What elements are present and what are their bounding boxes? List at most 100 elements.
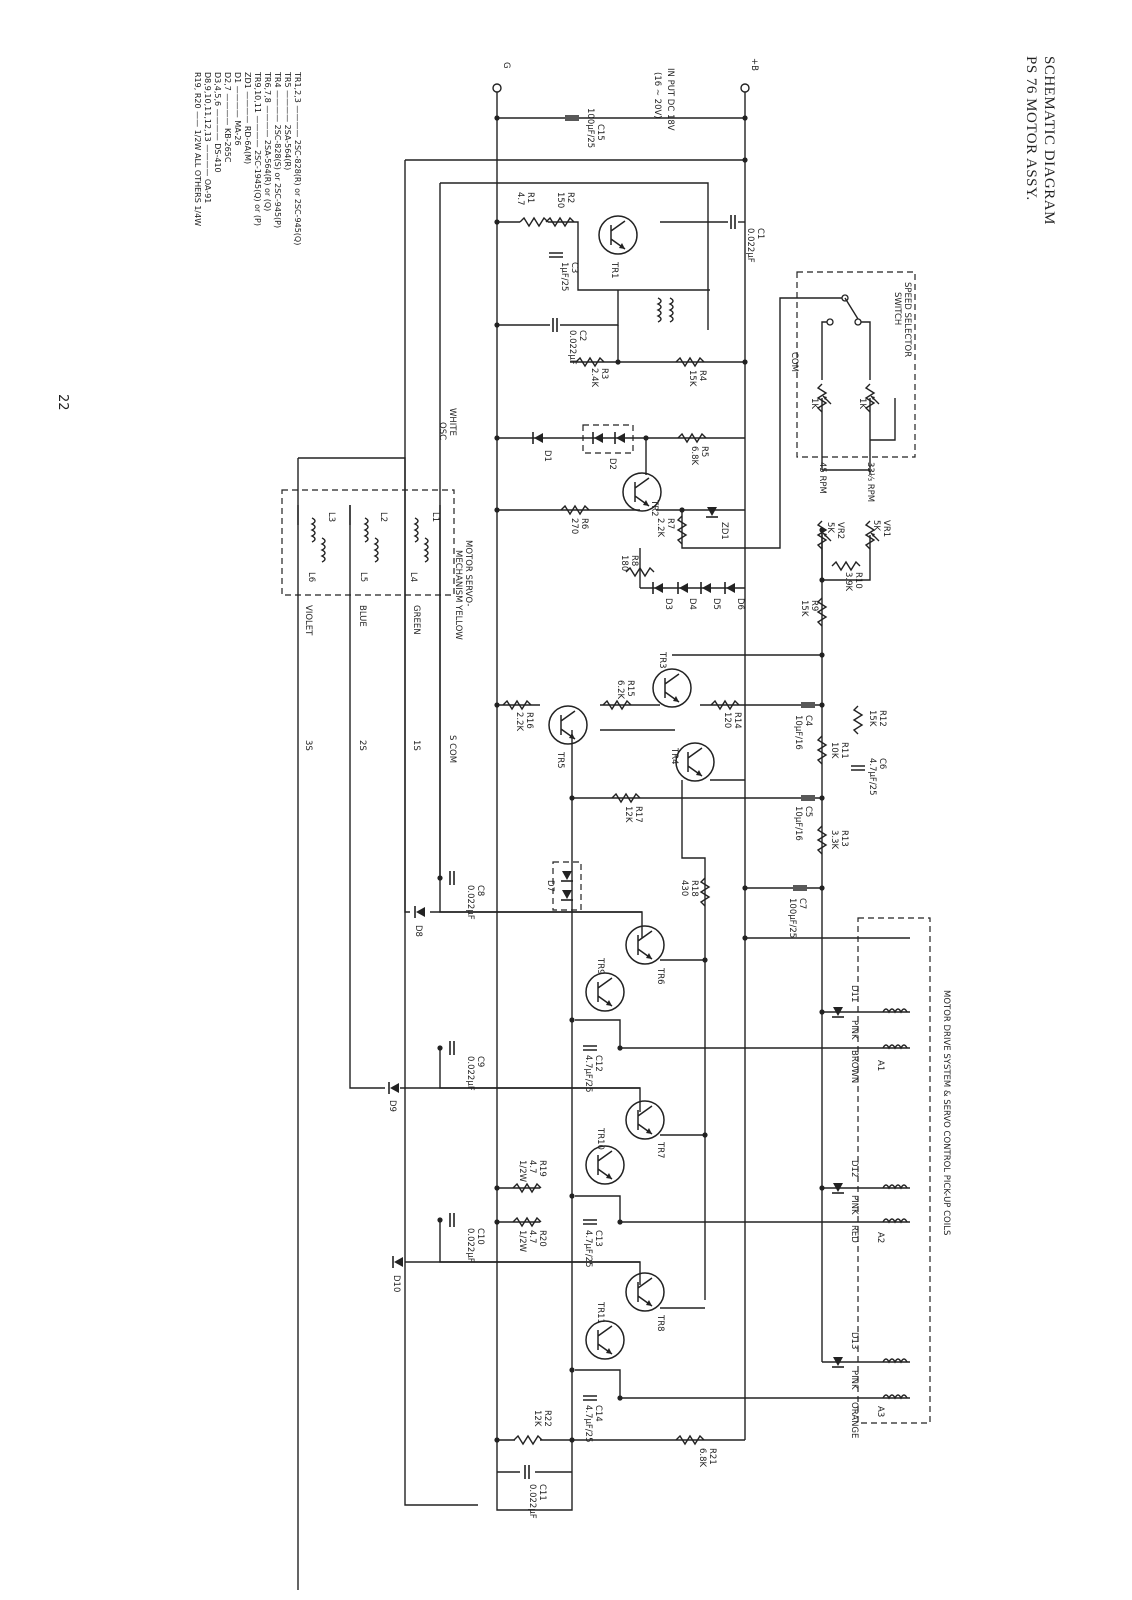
label-r19: R19 [537,1160,547,1177]
label-rpm33: 33⅓ RPM [865,462,875,502]
label-r3: R3 [599,368,609,379]
label-r4: R4 [697,370,707,381]
label-c1: C1 [755,228,765,239]
label-c2v: 0.022μF [567,330,577,365]
label-vr2: VR2 [835,522,845,539]
label-c4v: 10μF/16 [793,715,803,750]
label-r20v: 4.7 [527,1230,537,1244]
transistor-tr4-icon [675,742,715,782]
speed-selector-box [796,271,916,458]
label-r16: R16 [524,712,534,729]
label-r11: R11 [839,742,849,759]
transistor-tr10-icon [585,1145,625,1185]
label-input-1: IN PUT DC 18V [665,68,675,131]
resistor-r10 [831,561,861,571]
label-r10v: 3.9K [843,572,853,592]
diode-d7a-icon [560,870,574,882]
label-tr7: TR7 [655,1141,665,1159]
label-c6v: 4.7μF/25 [867,758,877,796]
diode-d2b-icon [614,431,626,445]
coil-l6-icon [321,537,326,563]
capacitor-c12 [582,1045,598,1051]
label-c3v: 1μF/25 [559,262,569,291]
label-r11v: 10K [829,742,839,759]
label-r17v: 12K [623,806,633,823]
label-r15v: 6.2K [615,680,625,700]
label-servo-2: MECHANISM [453,550,463,602]
label-d3: D3 [663,598,673,610]
capacitor-c13 [582,1219,598,1225]
diode-d8-icon [414,905,426,919]
label-d5: D5 [711,598,721,610]
label-l1: L1 [430,512,440,522]
resistor-r12 [853,705,863,735]
oscillator-coil-icon [657,297,662,323]
label-r14: R14 [732,712,742,729]
label-1s: 1S [411,740,421,751]
label-l4: L4 [408,572,418,582]
label-r9v: 15K [799,600,809,617]
label-servo-1: MOTOR SERVO- [463,540,473,606]
diode-d10-icon [392,1255,404,1269]
label-orange: ORANGE [849,1402,859,1438]
label-r2: R2 [565,192,575,203]
label-pink-3: PINK [849,1370,859,1390]
d2-dashed-box [582,424,634,454]
label-l2: L2 [378,512,388,522]
label-c2: C2 [577,330,587,341]
resistor-r22 [513,1435,543,1445]
label-r2v: 150 [555,192,565,208]
junction-dots [437,115,825,1443]
transistor-tr3-icon [652,668,692,708]
transistor-tr5-icon [548,705,588,745]
label-c8: C8 [475,885,485,896]
label-r9: R9 [809,600,819,611]
label-r14v: 120 [722,712,732,728]
label-violet: VIOLET [303,605,313,636]
coil-l3-icon [311,517,316,543]
diode-d4-icon [677,581,689,595]
g-terminal-icon [492,83,502,93]
diode-d2a-icon [592,431,604,445]
label-tr9: TR9 [595,957,605,975]
label-tr5: TR5 [555,751,565,769]
switch-lever-icon [844,297,859,320]
transistor-tr11-icon [585,1320,625,1360]
label-d6: D6 [735,598,745,610]
oscillator-coil-2-icon [669,297,674,323]
label-tr8: TR8 [655,1314,665,1332]
label-r22: R22 [542,1410,552,1427]
zener-zd1-icon [705,506,719,518]
label-r20: R20 [537,1230,547,1247]
motor-drive-box [857,917,931,1424]
label-r13: R13 [839,830,849,847]
label-zd1: ZD1 [719,522,729,540]
label-r19w: 1/2W [517,1160,527,1183]
diode-d6-icon [724,581,736,595]
label-c7: C7 [797,898,807,909]
label-r12v: 15K [867,710,877,727]
label-drive-box: MOTOR DRIVE SYSTEM & SERVO CONTROL PICK-… [941,990,951,1235]
diode-d1-icon [532,431,544,445]
label-c9v: 0.022μF [465,1056,475,1091]
label-red: RED [849,1225,859,1243]
label-r7: R7 [665,518,675,529]
label-vr2v: 5K [825,522,835,533]
coil-l4-icon [424,537,429,563]
label-tr2: TR2 [649,499,659,517]
label-r22v: 12K [532,1410,542,1427]
label-c11v: 0.022μF [527,1484,537,1519]
transistor-tr6-icon [625,925,665,965]
label-c11: C11 [537,1484,547,1501]
label-rpm45: 45 RPM [817,462,827,494]
label-r21v: 6.8K [697,1448,707,1468]
diode-d9-icon [388,1081,400,1095]
transistor-tr9-icon [585,972,625,1012]
label-input-2: (16 ~ 20V) [652,72,662,119]
label-c13: C13 [593,1230,603,1247]
label-d4: D4 [687,598,697,610]
label-r21: R21 [707,1448,717,1465]
label-l6: L6 [306,572,316,582]
label-r7v: 2.2K [655,518,665,538]
